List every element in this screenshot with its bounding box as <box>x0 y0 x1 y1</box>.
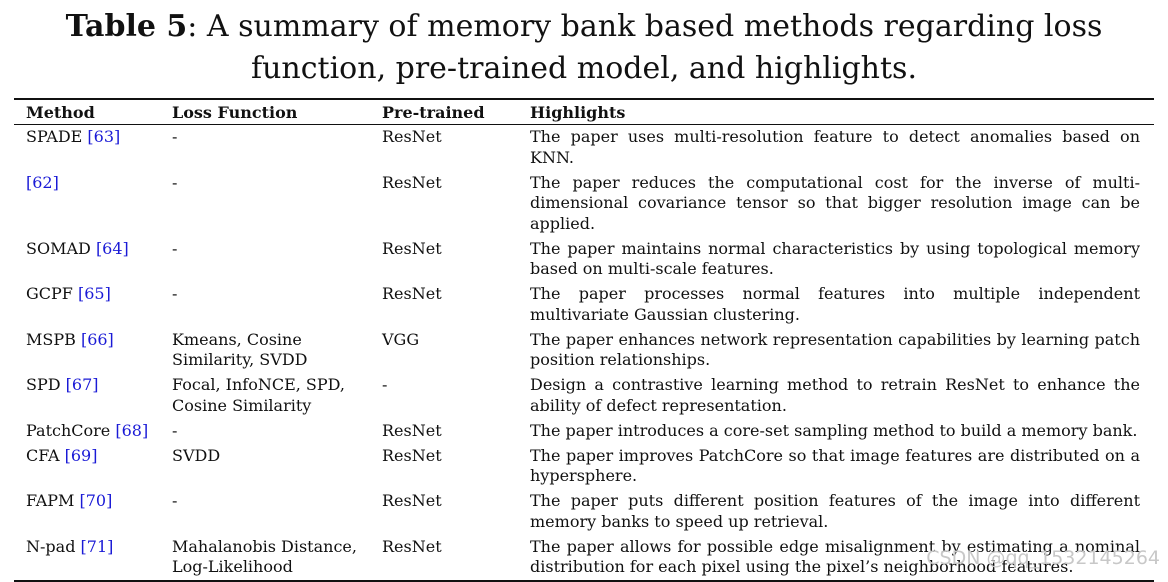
method-name: PatchCore <box>26 420 116 440</box>
header-loss-function: Loss Function <box>172 103 298 122</box>
method-cell: MSPB [66] <box>14 328 160 374</box>
highlights-cell: The paper processes normal features into… <box>530 284 1140 324</box>
method-cell: [62] <box>14 171 160 237</box>
summary-table-container: Method Loss Function Pre-trained Highlig… <box>14 98 1154 582</box>
table-row: SOMAD [64] - ResNet The paper maintains … <box>14 237 1154 283</box>
method-name: GCPF <box>26 284 78 303</box>
loss-cell: - <box>172 284 178 303</box>
pretrained-cell: ResNet <box>382 445 442 465</box>
method-cell: N-pad [71] <box>14 535 160 581</box>
highlights-cell: The paper improves PatchCore so that ima… <box>530 445 1140 486</box>
header-row: Method Loss Function Pre-trained Highlig… <box>14 100 1154 124</box>
pretrained-cell: ResNet <box>382 284 442 303</box>
watermark: CSDN @qq_1532145264 <box>926 547 1160 569</box>
pretrained-cell: ResNet <box>382 536 442 556</box>
table-row: GCPF [65] - ResNet The paper processes n… <box>14 282 1154 328</box>
pretrained-cell: - <box>382 375 388 394</box>
highlights-cell: The paper allows for possible edge misal… <box>530 536 1140 577</box>
method-name: SOMAD <box>26 238 96 258</box>
header-pretrained: Pre-trained <box>382 103 485 122</box>
method-cell: SOMAD [64] <box>14 237 160 283</box>
pretrained-cell: ResNet <box>382 238 442 258</box>
pretrained-cell: ResNet <box>382 420 442 440</box>
loss-cell: Focal, InfoNCE, SPD, Cosine Similarity <box>172 375 345 415</box>
table-row: FAPM [70] - ResNet The paper puts differ… <box>14 489 1154 535</box>
method-cell: SPADE [63] <box>14 125 160 171</box>
method-name: SPD <box>26 375 66 394</box>
citation-link[interactable]: [69] <box>64 445 98 465</box>
method-cell: FAPM [70] <box>14 489 160 535</box>
citation-link[interactable]: [70] <box>79 491 113 510</box>
table-row: MSPB [66] Kmeans, Cosine Similarity, SVD… <box>14 328 1154 374</box>
highlights-cell: The paper puts different position featur… <box>530 491 1140 531</box>
method-name: N-pad <box>26 536 81 556</box>
citation-link[interactable]: [68] <box>115 420 149 440</box>
table-row: N-pad [71] Mahalanobis Distance, Log-Lik… <box>14 535 1154 581</box>
loss-cell: - <box>172 127 178 146</box>
method-cell: PatchCore [68] <box>14 419 160 444</box>
highlights-cell: The paper maintains normal characteristi… <box>530 238 1140 279</box>
header-highlights: Highlights <box>530 103 626 122</box>
citation-link[interactable]: [62] <box>26 172 59 192</box>
citation-link[interactable]: [65] <box>77 284 111 303</box>
method-name: SPADE <box>26 127 88 146</box>
pretrained-cell: ResNet <box>382 172 442 192</box>
table-row: CFA [69] SVDD ResNet The paper improves … <box>14 444 1154 490</box>
table-caption: Table 5: A summary of memory bank based … <box>0 6 1168 90</box>
top-rule <box>14 98 1154 100</box>
method-cell: GCPF [65] <box>14 282 160 328</box>
method-cell: SPD [67] <box>14 373 160 419</box>
caption-label: Table 5 <box>65 9 188 44</box>
pretrained-cell: ResNet <box>382 127 442 146</box>
table-row: PatchCore [68] - ResNet The paper introd… <box>14 419 1154 444</box>
citation-link[interactable]: [63] <box>87 127 121 146</box>
loss-cell: - <box>172 420 178 440</box>
method-name: CFA <box>26 445 65 465</box>
loss-cell: SVDD <box>172 445 221 465</box>
summary-table: Method Loss Function Pre-trained Highlig… <box>14 100 1154 580</box>
citation-link[interactable]: [71] <box>80 536 114 556</box>
loss-cell: - <box>172 491 178 510</box>
loss-cell: - <box>172 238 178 258</box>
citation-link[interactable]: [66] <box>80 329 114 349</box>
citation-link[interactable]: [67] <box>65 375 99 394</box>
table-row: SPD [67] Focal, InfoNCE, SPD, Cosine Sim… <box>14 373 1154 419</box>
highlights-cell: The paper introduces a core-set sampling… <box>530 420 1138 440</box>
highlights-cell: The paper uses multi-resolution feature … <box>530 127 1140 167</box>
pretrained-cell: ResNet <box>382 491 442 510</box>
citation-link[interactable]: [64] <box>95 238 129 258</box>
caption-text: : A summary of memory bank based methods… <box>187 9 1103 86</box>
highlights-cell: Design a contrastive learning method to … <box>530 375 1140 415</box>
method-name: MSPB <box>26 329 81 349</box>
header-rule <box>14 124 1154 125</box>
header-method: Method <box>26 103 95 122</box>
table-row: [62] - ResNet The paper reduces the comp… <box>14 171 1154 237</box>
highlights-cell: The paper reduces the computational cost… <box>530 172 1140 233</box>
method-cell: CFA [69] <box>14 444 160 490</box>
highlights-cell: The paper enhances network representatio… <box>530 329 1140 370</box>
method-name: FAPM <box>26 491 80 510</box>
loss-cell: Mahalanobis Distance, Log-Likelihood <box>172 536 357 577</box>
table-row: SPADE [63] - ResNet The paper uses multi… <box>14 125 1154 171</box>
pretrained-cell: VGG <box>382 329 420 349</box>
loss-cell: - <box>172 172 178 192</box>
loss-cell: Kmeans, Cosine Similarity, SVDD <box>172 329 308 370</box>
